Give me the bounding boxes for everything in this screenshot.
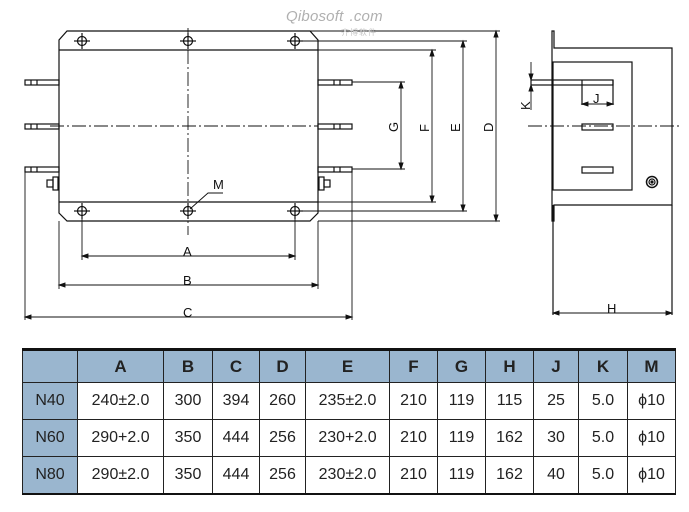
dimension-c [23,167,354,320]
table-cell: 5.0 [578,456,628,495]
table-cell: 30 [533,419,579,457]
column-header-m: M [627,348,676,383]
column-header-h: H [485,348,534,383]
table-cell: 256 [259,419,306,457]
side-view [528,30,680,316]
table-cell: 40 [533,456,579,495]
table-cell: 119 [437,382,486,420]
table-corner-cell [22,348,78,383]
table-cell: 162 [485,456,534,495]
table-cell: 162 [485,419,534,457]
model-cell: N60 [22,419,78,457]
table-row: N80 290±2.0 350 444 256 230±2.0 210 119 … [22,456,676,495]
table-cell: 235±2.0 [305,382,390,420]
table-cell: 119 [437,419,486,457]
label-h: H [607,301,616,316]
left-terminals [24,79,60,173]
ground-nut-icon [645,175,659,189]
dimension-e [303,39,467,213]
column-header-d: D [259,348,306,383]
model-cell: N80 [22,456,78,495]
table-cell: 300 [163,382,213,420]
table-cell: 230±2.0 [305,456,390,495]
m-leader-line [189,192,223,210]
table-cell: 394 [212,382,260,420]
column-header-b: B [163,348,213,383]
table-cell: 5.0 [578,419,628,457]
table-cell: 350 [163,419,213,457]
column-header-a: A [77,348,164,383]
table-cell: 25 [533,382,579,420]
side-view-labels: J K H [518,91,616,316]
table-row: N60 290+2.0 350 444 256 230+2.0 210 119 … [22,419,676,457]
label-e: E [448,123,463,132]
table-cell: 350 [163,456,213,495]
mounting-hole [287,33,303,49]
right-terminals [317,79,353,173]
label-d: D [481,123,496,132]
table-cell: 290±2.0 [77,456,164,495]
label-f: F [417,124,432,132]
side-terminal-top [530,79,614,86]
column-header-k: K [578,348,628,383]
table-cell: 444 [212,419,260,457]
front-view-body-outline [58,30,319,222]
table-cell: 119 [437,456,486,495]
label-b: B [183,273,192,288]
dimension-j [580,101,615,107]
dimension-b [57,221,320,289]
side-terminal-middle [581,123,614,131]
column-header-c: C [212,348,260,383]
label-k: K [518,101,533,110]
label-g: G [386,122,401,132]
table-cell: 5.0 [578,382,628,420]
dimension-d [310,29,500,223]
table-cell: 290+2.0 [77,419,164,457]
table-cell: ϕ10 [627,456,676,495]
table-cell: 240±2.0 [77,382,164,420]
table-cell: 115 [485,382,534,420]
column-header-e: E [305,348,390,383]
table-cell: 256 [259,456,306,495]
side-terminal-bottom [581,166,614,174]
table-cell: 210 [389,456,438,495]
table-cell: 444 [212,456,260,495]
front-view [23,28,500,320]
dimension-k [528,62,534,110]
dimension-h [551,310,674,316]
table-cell: 230+2.0 [305,419,390,457]
ground-studs [46,176,331,191]
mounting-hole [74,33,90,49]
dimension-g [352,80,405,171]
front-view-labels: A B C M G F E D [183,122,496,320]
dimension-table: A B C D E F G H J K M N40 240±2.0 300 39… [22,348,676,495]
table-cell: ϕ10 [627,382,676,420]
table-header-row: A B C D E F G H J K M [22,348,676,383]
table-cell: 210 [389,382,438,420]
dimension-a [80,215,297,260]
table-cell: 210 [389,419,438,457]
technical-drawing: A B C M G F E D [23,28,680,320]
column-header-g: G [437,348,486,383]
column-header-j: J [533,348,579,383]
table-row: N40 240±2.0 300 394 260 235±2.0 210 119 … [22,382,676,420]
dimension-f [303,48,436,204]
table-cell: 260 [259,382,306,420]
column-header-f: F [389,348,438,383]
label-c: C [183,305,192,320]
label-j: J [593,91,600,106]
model-cell: N40 [22,382,78,420]
label-m: M [213,177,224,192]
label-a: A [183,244,192,259]
table-cell: ϕ10 [627,419,676,457]
